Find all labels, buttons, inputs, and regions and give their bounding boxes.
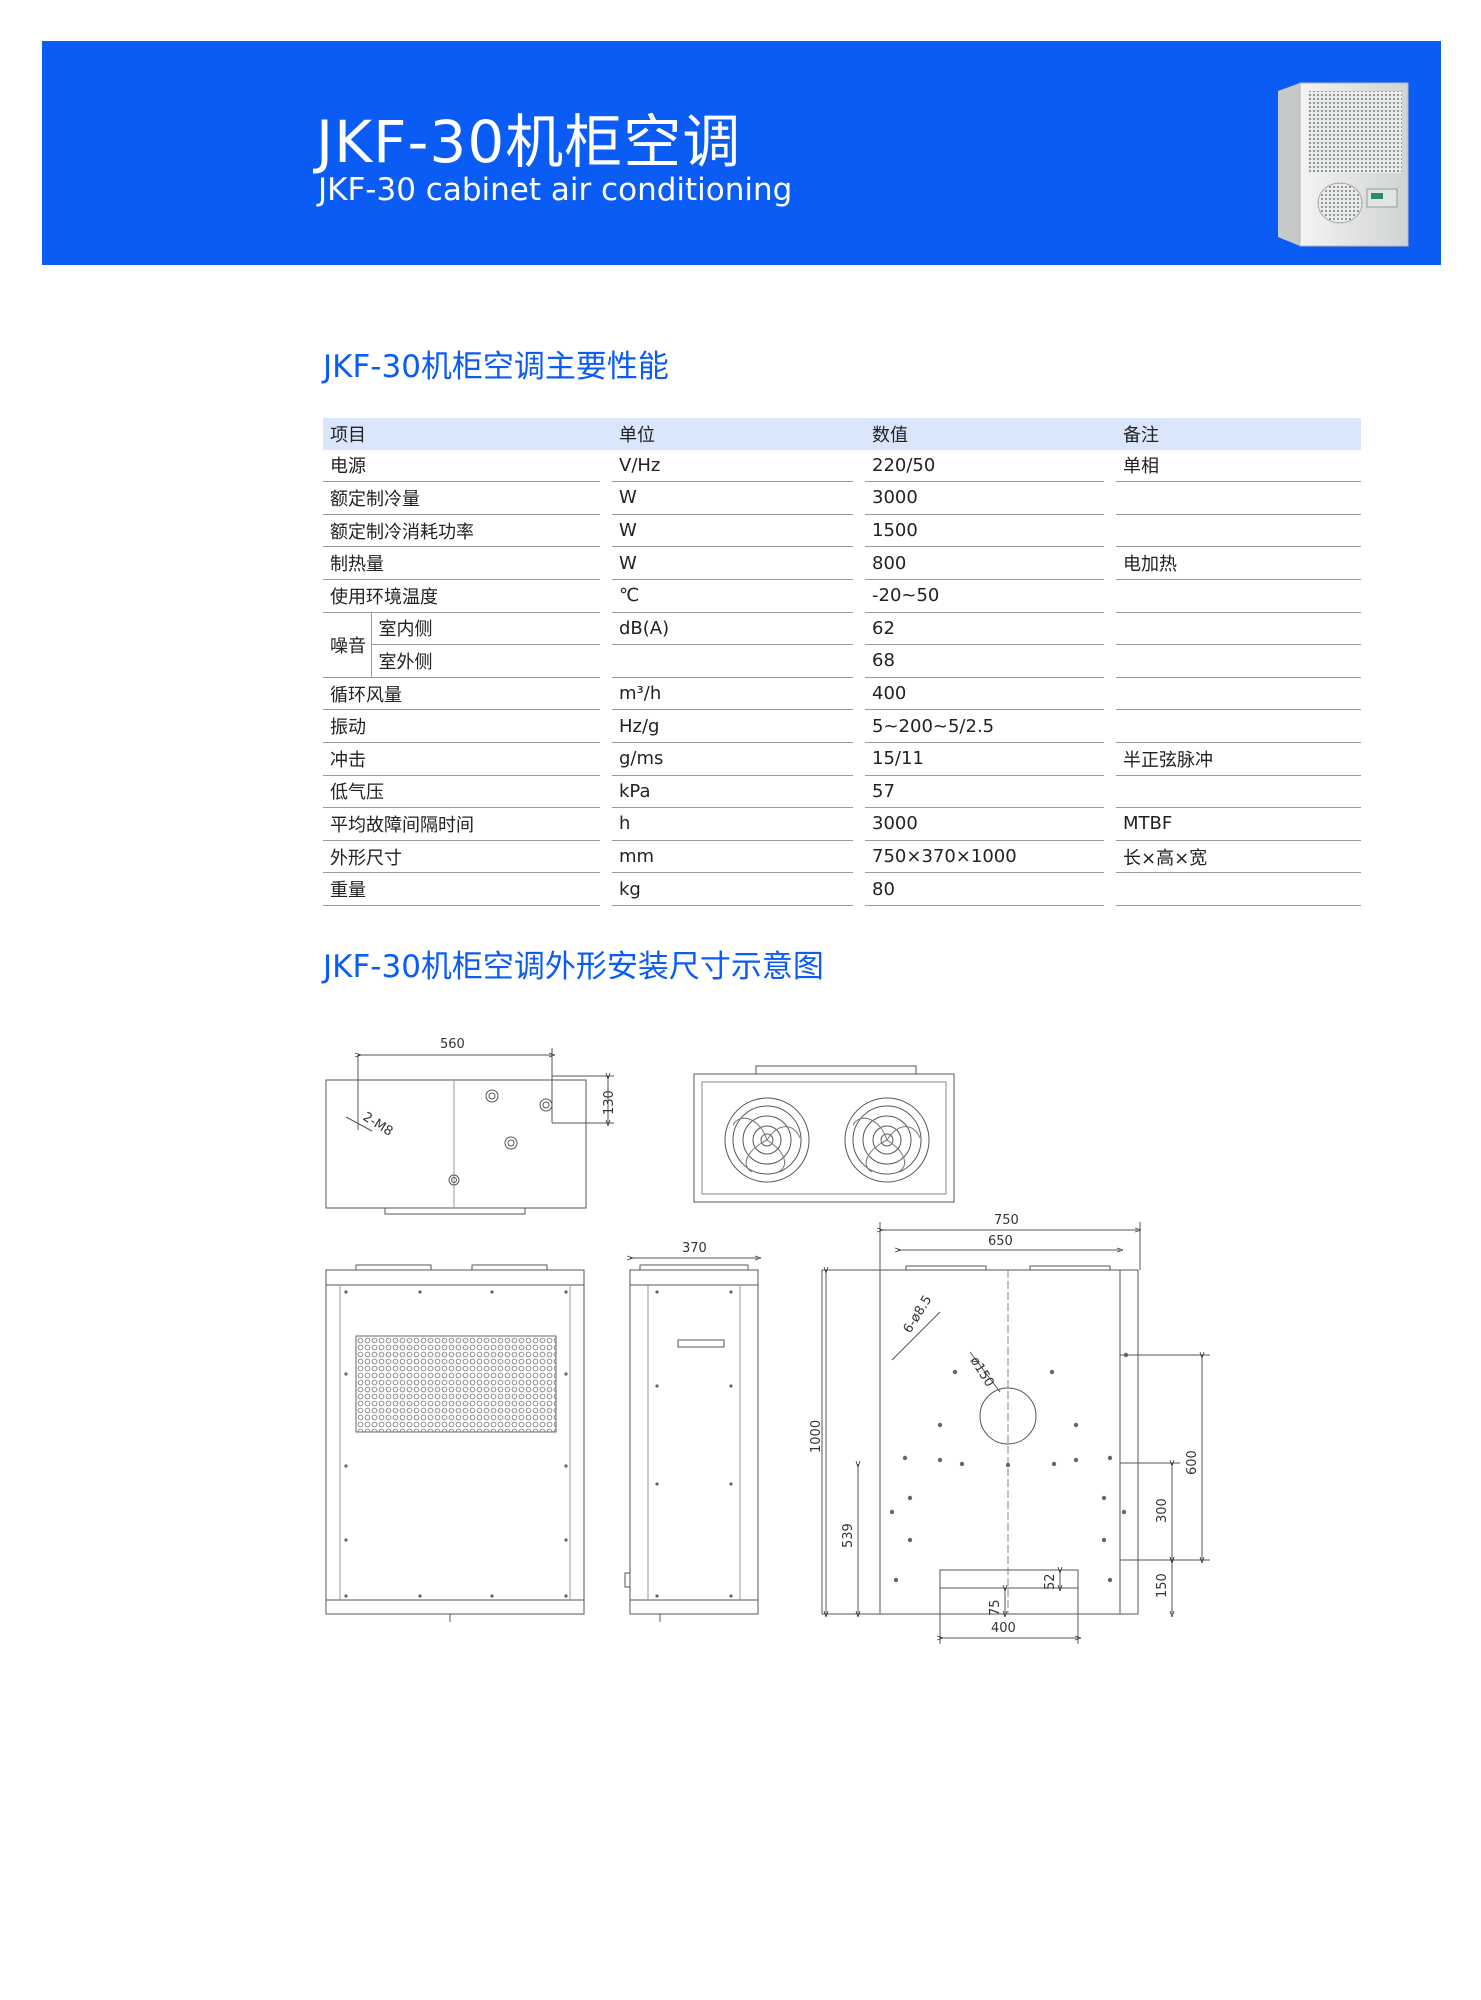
header-note: 备注 — [1116, 418, 1361, 450]
screw — [344, 1594, 348, 1598]
mounting-holes — [889, 1352, 1129, 1583]
dim-560: 560 — [440, 1037, 465, 1052]
mounting-hole — [1107, 1455, 1113, 1461]
screw — [344, 1538, 348, 1542]
mounting-hole — [937, 1457, 943, 1463]
screw — [564, 1538, 568, 1542]
dim-400: 400 — [991, 1621, 1016, 1636]
mounting-hole — [1107, 1577, 1113, 1583]
screw — [729, 1594, 733, 1598]
mounting-hole — [937, 1422, 943, 1428]
screw — [418, 1290, 422, 1294]
side-view: 370 — [624, 1241, 758, 1622]
screw — [564, 1372, 568, 1376]
noise-label: 噪音 — [323, 612, 371, 678]
fan-right-icon — [844, 1097, 930, 1183]
dim-130: 130 — [602, 1090, 617, 1115]
mounting-hole — [1123, 1352, 1129, 1358]
mounting-hole — [1101, 1537, 1107, 1543]
dim-52: 52 — [1043, 1573, 1058, 1590]
screw — [729, 1290, 733, 1294]
screw — [655, 1482, 659, 1486]
mounting-hole — [959, 1461, 965, 1467]
mounting-hole — [1073, 1422, 1079, 1428]
fan-view — [693, 1065, 955, 1203]
mounting-hole — [1101, 1495, 1107, 1501]
performance-heading: JKF-30机柜空调主要性能 — [323, 349, 669, 385]
dim-750: 750 — [994, 1213, 1019, 1228]
dim-300: 300 — [1155, 1498, 1170, 1523]
screw — [729, 1482, 733, 1486]
mounting-hole — [1049, 1369, 1055, 1375]
mounting-view: 750 650 6-ø8.5 ø150 1000 539 600 300 150… — [809, 1213, 1210, 1644]
screw — [418, 1594, 422, 1598]
screw — [564, 1464, 568, 1468]
air-conditioner-unit-photo — [1278, 82, 1409, 247]
front-view-screws — [344, 1290, 733, 1598]
dimensions-heading: JKF-30机柜空调外形安装尺寸示意图 — [323, 949, 824, 985]
dim-1000: 1000 — [809, 1420, 824, 1453]
mounting-hole — [1073, 1457, 1079, 1463]
mounting-hole — [907, 1495, 913, 1501]
mounting-hole — [952, 1369, 958, 1375]
screw — [564, 1290, 568, 1294]
table-row: 室外侧 68 — [323, 644, 1361, 678]
screw — [564, 1594, 568, 1598]
dim-650: 650 — [988, 1234, 1013, 1249]
dim-150: 150 — [1155, 1573, 1170, 1598]
dim-370: 370 — [682, 1241, 707, 1256]
mounting-hole — [1005, 1462, 1011, 1468]
installation-dimension-drawing: 560 130 2-M8 — [325, 1037, 1210, 1644]
dim-75: 75 — [988, 1599, 1003, 1616]
dim-539: 539 — [841, 1523, 856, 1548]
mounting-hole — [902, 1455, 908, 1461]
header-banner: JKF-30机柜空调 JKF-30 cabinet air conditioni… — [42, 41, 1441, 265]
mounting-hole — [893, 1577, 899, 1583]
screw — [729, 1384, 733, 1388]
table-row: 使用环境温度℃-20~50 — [323, 579, 1361, 613]
dim-600: 600 — [1185, 1450, 1200, 1475]
screw — [344, 1290, 348, 1294]
table-row: 噪音 室内侧 dB(A) 62 — [323, 612, 1361, 678]
mounting-hole — [1121, 1509, 1127, 1515]
page-subtitle: JKF-30 cabinet air conditioning — [318, 172, 793, 208]
dim-2-m8: 2-M8 — [360, 1110, 395, 1140]
header-item: 项目 — [323, 418, 600, 450]
header-unit: 单位 — [612, 418, 853, 450]
screw — [344, 1464, 348, 1468]
mounting-hole — [907, 1537, 913, 1543]
dim-6-holes: 6-ø8.5 — [901, 1293, 936, 1336]
screw — [490, 1594, 494, 1598]
header-value: 数值 — [865, 418, 1104, 450]
top-view: 560 130 2-M8 — [325, 1037, 617, 1215]
screw — [655, 1594, 659, 1598]
mounting-hole — [1051, 1461, 1057, 1467]
screw — [655, 1290, 659, 1294]
screw — [344, 1372, 348, 1376]
table-header-row: 项目 单位 数值 备注 — [323, 418, 1361, 450]
screw — [490, 1290, 494, 1294]
fan-left-icon — [724, 1097, 810, 1183]
dim-d150: ø150 — [967, 1354, 997, 1390]
screw — [655, 1384, 659, 1388]
page-title: JKF-30机柜空调 — [316, 108, 742, 176]
front-view — [325, 1264, 585, 1622]
mounting-hole — [889, 1509, 895, 1515]
